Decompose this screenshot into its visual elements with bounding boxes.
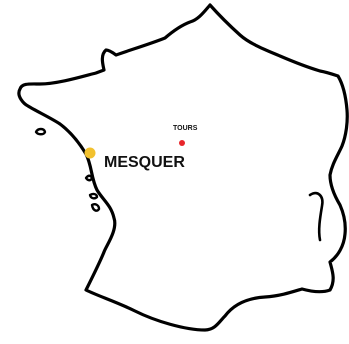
city-mesquer[interactable]: MESQUER [84, 147, 186, 172]
france-outline [17, 3, 349, 332]
coastal-island-re [88, 192, 99, 200]
tours-marker[interactable] [179, 140, 185, 146]
coastal-island-brittany [34, 127, 47, 136]
mesquer-label: MESQUER [104, 154, 185, 171]
mesquer-marker[interactable] [84, 147, 96, 159]
coastal-island-oleron [90, 203, 101, 212]
tours-label: TOURS [173, 125, 198, 132]
city-tours[interactable]: TOURS [173, 125, 198, 146]
coastal-island-vendee [84, 174, 94, 182]
eastern-coast-fragment [308, 191, 324, 242]
